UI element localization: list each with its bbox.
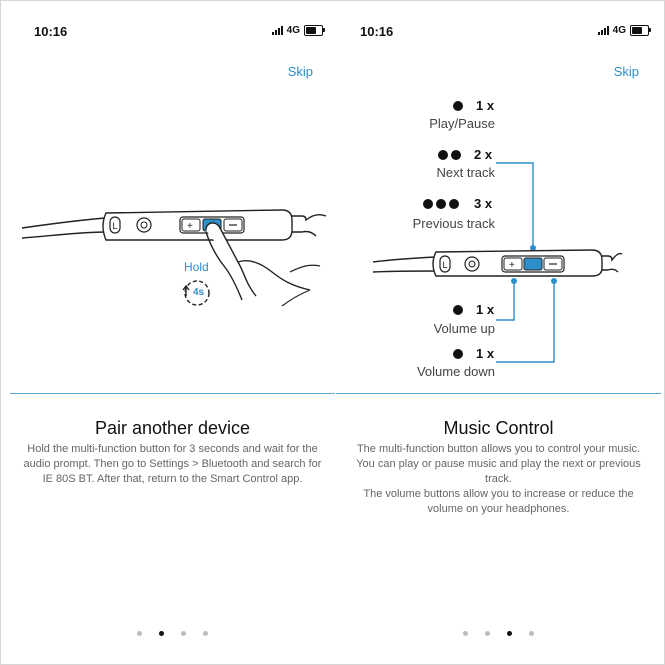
microphone-icon (136, 217, 152, 233)
section-divider (336, 393, 661, 394)
page-indicator (10, 631, 335, 636)
onboarding-screen-music: 10:16 4G Skip L + (336, 0, 661, 665)
left-marker-icon (109, 216, 121, 234)
callout-line-volume-down (496, 281, 555, 363)
left-marker-icon (439, 255, 451, 273)
screen-description: The multi-function button allows you to … (356, 443, 641, 515)
multifunction-button-icon (523, 257, 543, 271)
hold-label: Hold (184, 260, 209, 274)
page-indicator (336, 631, 661, 636)
skip-button[interactable]: Skip (613, 64, 639, 79)
controls-illustration: L + (372, 162, 623, 363)
microphone-icon (464, 256, 480, 272)
status-time: 10:16 (34, 24, 68, 39)
press-dots-4 (453, 305, 463, 315)
page-dot-2[interactable] (485, 631, 490, 636)
onboarding-screen-pair: 10:16 4G Skip L + (10, 0, 335, 665)
battery-icon (630, 25, 651, 36)
press-count: 1 x (476, 98, 495, 113)
press-dots-5 (453, 349, 463, 359)
status-indicators: 4G (271, 25, 325, 36)
control-label-next-track: Next track (436, 165, 495, 180)
volume-up-button-icon (181, 218, 201, 232)
timer-icon (184, 280, 210, 306)
skip-button[interactable]: Skip (287, 64, 313, 79)
control-label-volume-up: Volume up (433, 321, 495, 336)
screen-title: Music Control (443, 418, 554, 438)
press-count: 1 x (476, 302, 495, 317)
callout-line-volume-up (496, 281, 515, 321)
section-divider (10, 393, 335, 394)
page-dot-2[interactable] (159, 631, 164, 636)
status-indicators: 4G (597, 25, 651, 36)
hand-icon (205, 222, 257, 297)
network-type: 4G (612, 25, 626, 36)
page-dot-1[interactable] (463, 631, 468, 636)
page-dot-3[interactable] (181, 631, 186, 636)
screen-title: Pair another device (94, 418, 251, 438)
svg-text:L: L (113, 221, 118, 231)
cable (372, 256, 437, 263)
press-dots-3 (423, 199, 459, 209)
press-count: 2 x (474, 147, 493, 162)
control-label-volume-down: Volume down (416, 364, 495, 379)
svg-text:L: L (443, 260, 448, 270)
control-label-play-pause: Play/Pause (429, 116, 495, 131)
pairing-illustration: L + (21, 209, 327, 307)
signal-icon (271, 26, 283, 35)
svg-text:+: + (187, 221, 193, 232)
control-label-previous-track: Previous track (412, 216, 495, 231)
page-dot-1[interactable] (137, 631, 142, 636)
page-dot-3[interactable] (507, 631, 512, 636)
cable (21, 217, 107, 229)
network-type: 4G (286, 25, 300, 36)
svg-text:+: + (509, 260, 515, 271)
status-time: 10:16 (360, 24, 394, 39)
press-count: 3 x (474, 196, 493, 211)
press-dots-2 (438, 150, 461, 160)
volume-up-button-icon (503, 257, 523, 271)
signal-icon (597, 26, 609, 35)
page-dot-4[interactable] (529, 631, 534, 636)
battery-icon (304, 25, 325, 36)
press-count: 1 x (476, 346, 495, 361)
page-dot-4[interactable] (203, 631, 208, 636)
screen-description: Hold the multi-function button for 3 sec… (23, 443, 322, 485)
hold-duration: 4s (193, 287, 205, 298)
press-dots-1 (453, 101, 463, 111)
callout-line-multifunction (496, 162, 534, 248)
